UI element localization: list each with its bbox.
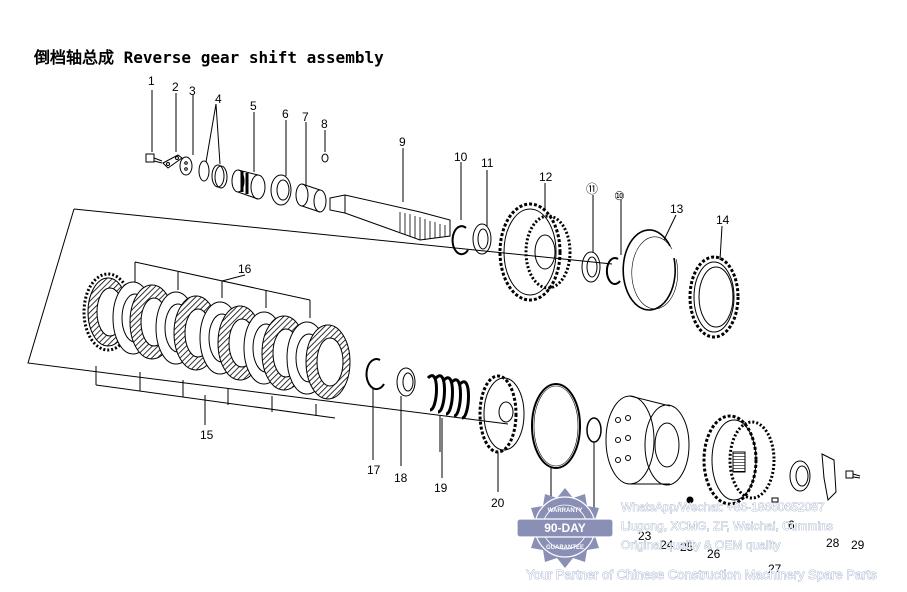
spring-part-19 [426, 374, 470, 452]
shaft-part-9 [329, 194, 451, 241]
piston-part-20 [478, 374, 525, 454]
part-label: 4 [215, 92, 222, 106]
part-label: 14 [716, 213, 730, 227]
seal-ring-part-21 [531, 383, 581, 469]
bracket-15 [95, 366, 336, 425]
part-label: 6 [282, 107, 289, 121]
part-label: 25 [680, 540, 694, 554]
housing-part-23 [605, 395, 690, 486]
part-label: 1 [148, 74, 155, 88]
part-label: 7 [302, 110, 309, 124]
part-label: 15 [200, 428, 214, 442]
part-label: 16 [238, 262, 252, 276]
retainer-part-28 [821, 453, 837, 502]
part-label: ⑩ [614, 189, 625, 203]
bolt-part-1 [145, 153, 163, 164]
watermark-quality: Original quality & OEM quality [621, 538, 780, 552]
page-title: 倒档轴总成 Reverse gear shift assembly [34, 48, 384, 67]
pin-part-27 [771, 497, 779, 503]
retainer-part-3 [179, 156, 193, 176]
bushing-part-7 [295, 183, 327, 213]
stamp-bottom: GUARANTEE [546, 545, 584, 551]
part-label: 3 [189, 84, 196, 98]
sleeve-part-5 [231, 169, 266, 200]
clutch-pack-outline [27, 208, 613, 425]
bolt-part-29 [845, 470, 861, 479]
part-label: 12 [539, 170, 553, 184]
bracket-16 [134, 261, 311, 318]
gear-part-26 [702, 414, 776, 506]
part-label: 2 [172, 80, 179, 94]
stamp-center: 90-DAY [544, 521, 586, 535]
snap-rings-part-4 [198, 160, 228, 189]
pin-part-8 [321, 153, 329, 163]
pin-part-25 [686, 496, 694, 504]
part-label: 9 [399, 135, 406, 149]
bearing-part-11b [581, 251, 601, 283]
part-label: 19 [434, 481, 448, 495]
part-label: 17 [367, 463, 381, 477]
part-label: 28 [826, 536, 840, 550]
watermark-contact: WhatsApp/Wechat: +86-18660652087 [621, 500, 825, 514]
snap-ring-part-17 [365, 358, 385, 391]
snap-ring-part-10 [451, 225, 469, 256]
part-label: 8 [321, 117, 328, 131]
leader-lines [151, 90, 723, 515]
part-label: 26 [707, 547, 721, 561]
part-label: 29 [851, 538, 865, 552]
bearing-part-6 [270, 174, 292, 206]
warranty-stamp: 90-DAY WARRANTY GUARANTEE [516, 488, 614, 568]
bearing-part-11 [472, 223, 492, 255]
part-label: 11 [481, 156, 494, 170]
watermark-brands: Liugong, XCMG, ZF, Weichai, Cummins [621, 519, 833, 533]
part-label: 23 [638, 529, 652, 543]
part-label: 27 [768, 562, 782, 576]
snap-ring-part-10b [605, 257, 621, 285]
part-label: 6 [788, 518, 795, 532]
part-label: 24 [660, 538, 674, 552]
watermark-slogan: Your Partner of Chinese Construction Mac… [526, 567, 877, 582]
retainer-part-18 [396, 367, 416, 397]
lock-plate-part-2 [162, 154, 183, 169]
gear-ring-part-14 [688, 255, 740, 339]
part-label: 5 [250, 99, 257, 113]
part-label: 13 [670, 202, 684, 216]
seal-part-22 [586, 417, 602, 443]
clutch-discs [82, 272, 351, 400]
part-label: 18 [394, 471, 408, 485]
part-label: ⑪ [586, 182, 598, 196]
part-label: 20 [491, 496, 505, 510]
gear-part-12 [498, 202, 572, 302]
part-label: 10 [454, 150, 468, 164]
stamp-top: WARRANTY [548, 508, 583, 514]
snap-ring-part-13 [622, 229, 679, 311]
bearing-part-6b [789, 460, 811, 492]
